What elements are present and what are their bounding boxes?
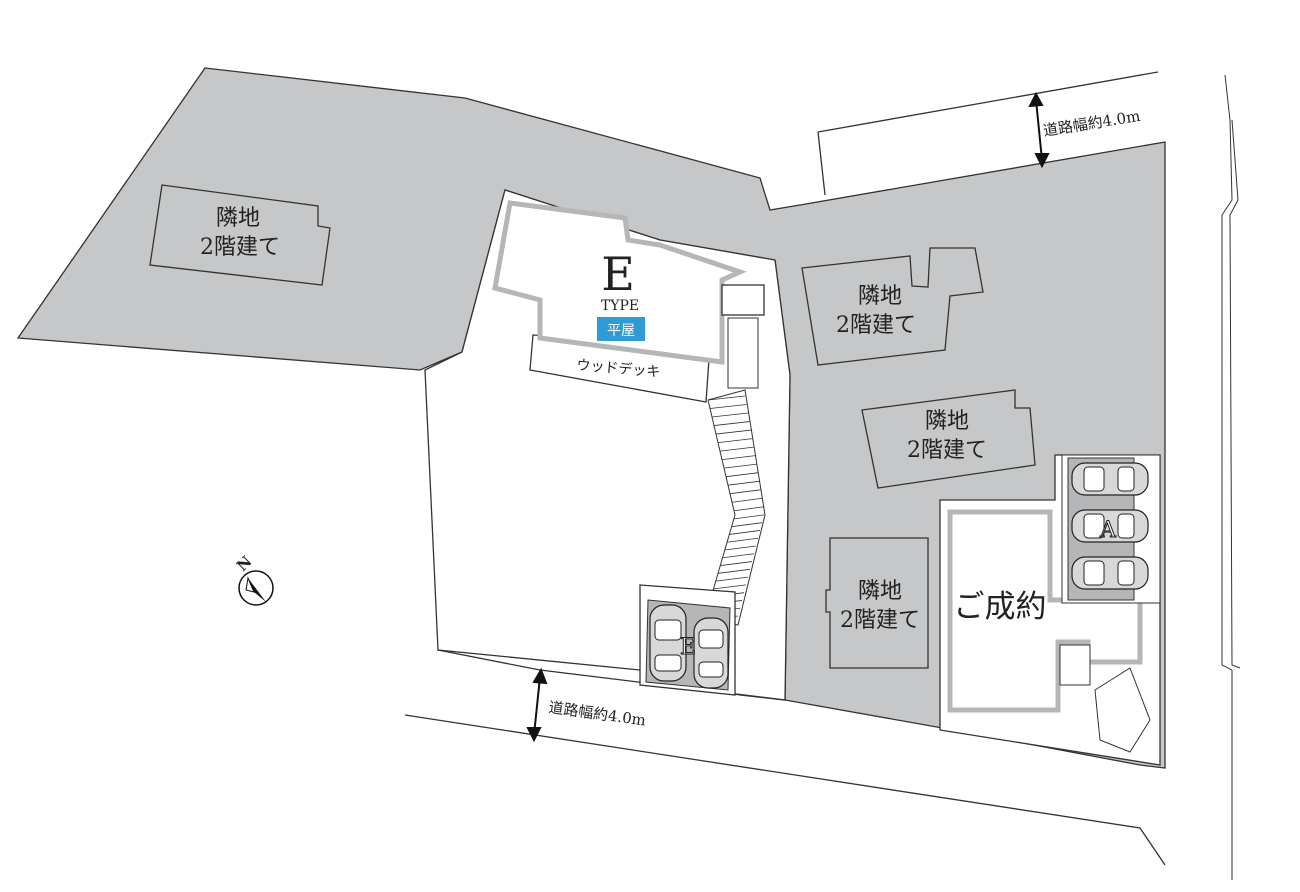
stair-tread [733, 514, 765, 520]
stair-tread [725, 472, 759, 478]
road-width-arrow-icon [1028, 91, 1050, 169]
neighbor-3-line1: 隣地 [925, 409, 969, 434]
neighbor-2-line1: 隣地 [858, 284, 902, 309]
e-house-badge: 平屋 [607, 323, 635, 339]
stair-tread [713, 584, 747, 590]
stair-tread [727, 480, 760, 486]
stair-tread [719, 446, 754, 452]
neighbor-house-3 [861, 389, 1036, 489]
road-edge-top-left [817, 131, 826, 196]
e-house-footprint [492, 200, 747, 365]
neighbor-house-4 [825, 537, 929, 669]
stair-tread [707, 395, 746, 401]
car-icon [1071, 509, 1149, 543]
river-edge-inner [1229, 119, 1241, 669]
neighbor-3-line2: 2階建て [907, 438, 987, 463]
neighbor-house-2 [801, 247, 984, 366]
car-icon [693, 617, 729, 689]
stair-treads [704, 395, 765, 621]
stair-tread [729, 489, 762, 495]
road-width-arrow-icon [526, 667, 548, 743]
stair-tread [716, 576, 749, 582]
car-icon [649, 604, 687, 682]
e-parking-letter: E [680, 635, 696, 660]
stair-tread [711, 412, 749, 418]
road-width-label-top: 道路幅約4.0m [1042, 107, 1142, 140]
neighbor-4-line2: 2階建て [840, 608, 920, 633]
car-icon [1071, 556, 1149, 590]
e-type-badge-bg [597, 317, 645, 341]
north-arrow-icon [238, 570, 274, 606]
e-house-letter: E [601, 247, 635, 301]
stair-tread [722, 553, 755, 559]
stair-tread [718, 568, 751, 574]
road-width-label-bottom: 道路幅約4.0m [547, 698, 647, 729]
e-house-side-path [727, 317, 759, 389]
stair-tread [731, 497, 763, 503]
stair-tread [717, 438, 753, 443]
stair-tread [729, 530, 761, 535]
neighbor-1-line1: 隣地 [216, 206, 260, 231]
stair-tread [713, 421, 750, 426]
stair-tread [733, 506, 765, 512]
stair-tread [724, 545, 757, 551]
sold-entry-steps [1059, 644, 1151, 753]
neighbor-4-line1: 隣地 [858, 579, 902, 604]
a-parking-letter: A [1099, 518, 1117, 543]
neighbor-1-line2: 2階建て [200, 235, 280, 260]
stair-tread [731, 522, 763, 528]
stair-tread [709, 404, 747, 409]
neighbor-2-line2: 2階建て [836, 313, 916, 338]
stair-tread [727, 537, 759, 543]
stair-tread [723, 463, 757, 469]
stair-tread [715, 429, 751, 435]
sold-house-label: ご成約 [954, 589, 1047, 625]
e-house-type: TYPE [601, 298, 639, 314]
e-house-porch [721, 284, 765, 316]
stair-tread [720, 561, 753, 566]
e-stairs [704, 389, 766, 626]
neighbor-house-1 [149, 184, 331, 286]
car-icon [1071, 462, 1149, 496]
river-edge [1221, 74, 1233, 880]
stair-tread [721, 455, 756, 461]
road-edge-top [817, 71, 1159, 133]
road-edge-bottom [404, 714, 1166, 866]
